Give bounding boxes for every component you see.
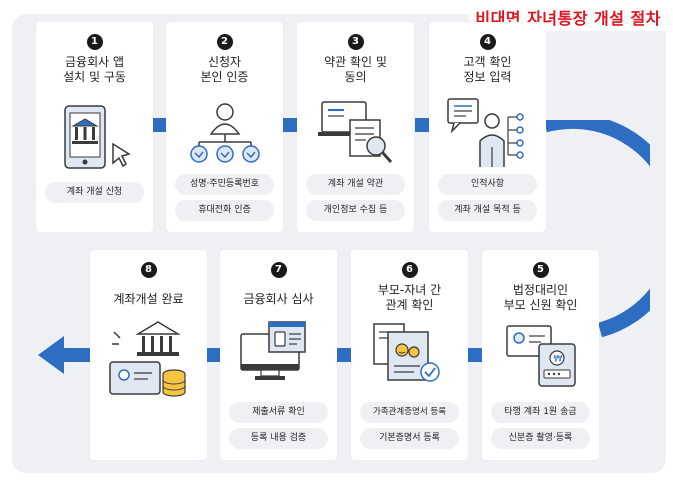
step-title: 고객 확인 정보 입력: [463, 55, 512, 84]
step-number: 4: [479, 34, 496, 50]
step-card-3: 3 약관 확인 및 동의 계좌 개설 약관 개인정보 수집 등: [297, 22, 414, 232]
step-card-2: 2 신청자 본인 인증 성명·주민등록번호 휴대전화 인증: [166, 22, 283, 232]
terms-review-icon: [317, 101, 392, 164]
customer-info-icon: [446, 98, 524, 167]
step-title: 법정대리인 부모 신원 확인: [503, 283, 578, 312]
step-number: 7: [270, 262, 287, 278]
connector-3-4: [415, 118, 430, 132]
connector-5-6: [467, 348, 483, 362]
step-card-1: 1 금융회사 앱 설치 및 구동 계좌 개설 신청: [36, 22, 153, 232]
step-title: 부모-자녀 간 관계 확인: [377, 283, 442, 312]
step-detail: 성명·주민등록번호: [175, 174, 274, 195]
step-title: 약관 확인 및 동의: [324, 55, 387, 84]
step-number: 6: [401, 262, 418, 278]
step-detail: 계좌 개설 약관: [306, 174, 405, 195]
connector-4-5: [543, 120, 650, 338]
step-title: 금융회사 앱 설치 및 구동: [63, 55, 126, 84]
step-detail: 기본증명서 등록: [360, 428, 459, 449]
id-card-phone-icon: ₩: [505, 325, 576, 387]
connector-1-2: [153, 118, 166, 132]
step-title: 금융회사 심사: [243, 292, 314, 306]
step-detail: 등록 내용 검증: [229, 428, 328, 449]
identity-verification-icon: [189, 103, 260, 163]
step-number: 1: [86, 34, 103, 50]
step-number: 5: [532, 262, 549, 278]
step-card-6: 6 부모-자녀 간 관계 확인 가족관계증명서 등록 기본증명서 등록: [351, 250, 468, 460]
step-card-5: 5 법정대리인 부모 신원 확인 ₩ 타행 계좌 1원 송금 신분증 촬영·등록: [482, 250, 599, 460]
connector-6-7: [336, 348, 352, 362]
bank-app-phone-icon: [63, 105, 131, 169]
step-detail: 계좌 개설 목적 등: [438, 200, 537, 221]
review-documents-icon: [239, 321, 306, 380]
arrow-head-icon: [38, 336, 64, 374]
step-title: 계좌개설 완료: [113, 292, 184, 306]
step-detail: 개인정보 수집 등: [306, 200, 405, 221]
step-number: 2: [216, 34, 233, 50]
step-detail: 인적사항: [438, 174, 537, 195]
step-card-8: 8 계좌개설 완료: [90, 250, 207, 460]
arrow-shaft: [60, 348, 90, 362]
connector-2-3: [283, 118, 298, 132]
step-detail: 타행 계좌 1원 송금: [491, 402, 590, 423]
step-detail: 휴대전화 인증: [175, 200, 274, 221]
svg-text:₩: ₩: [553, 355, 562, 365]
account-complete-icon: [108, 321, 186, 397]
step-detail: 신분증 촬영·등록: [491, 428, 590, 449]
step-detail: 계좌 개설 신청: [45, 182, 144, 203]
step-detail: 가족관계증명서 등록: [360, 402, 459, 423]
family-relation-icon: [372, 323, 440, 382]
step-title: 신청자 본인 인증: [200, 55, 249, 84]
step-detail: 제출서류 확인: [229, 402, 328, 423]
step-number: 3: [347, 34, 364, 50]
step-card-7: 7 금융회사 심사 제출서류 확인 등록 내용 검증: [220, 250, 337, 460]
step-card-4: 4 고객 확인 정보 입력 인적사항 계좌 개설 목적 등: [429, 22, 546, 232]
connector-7-8: [205, 348, 221, 362]
step-number: 8: [140, 262, 157, 278]
